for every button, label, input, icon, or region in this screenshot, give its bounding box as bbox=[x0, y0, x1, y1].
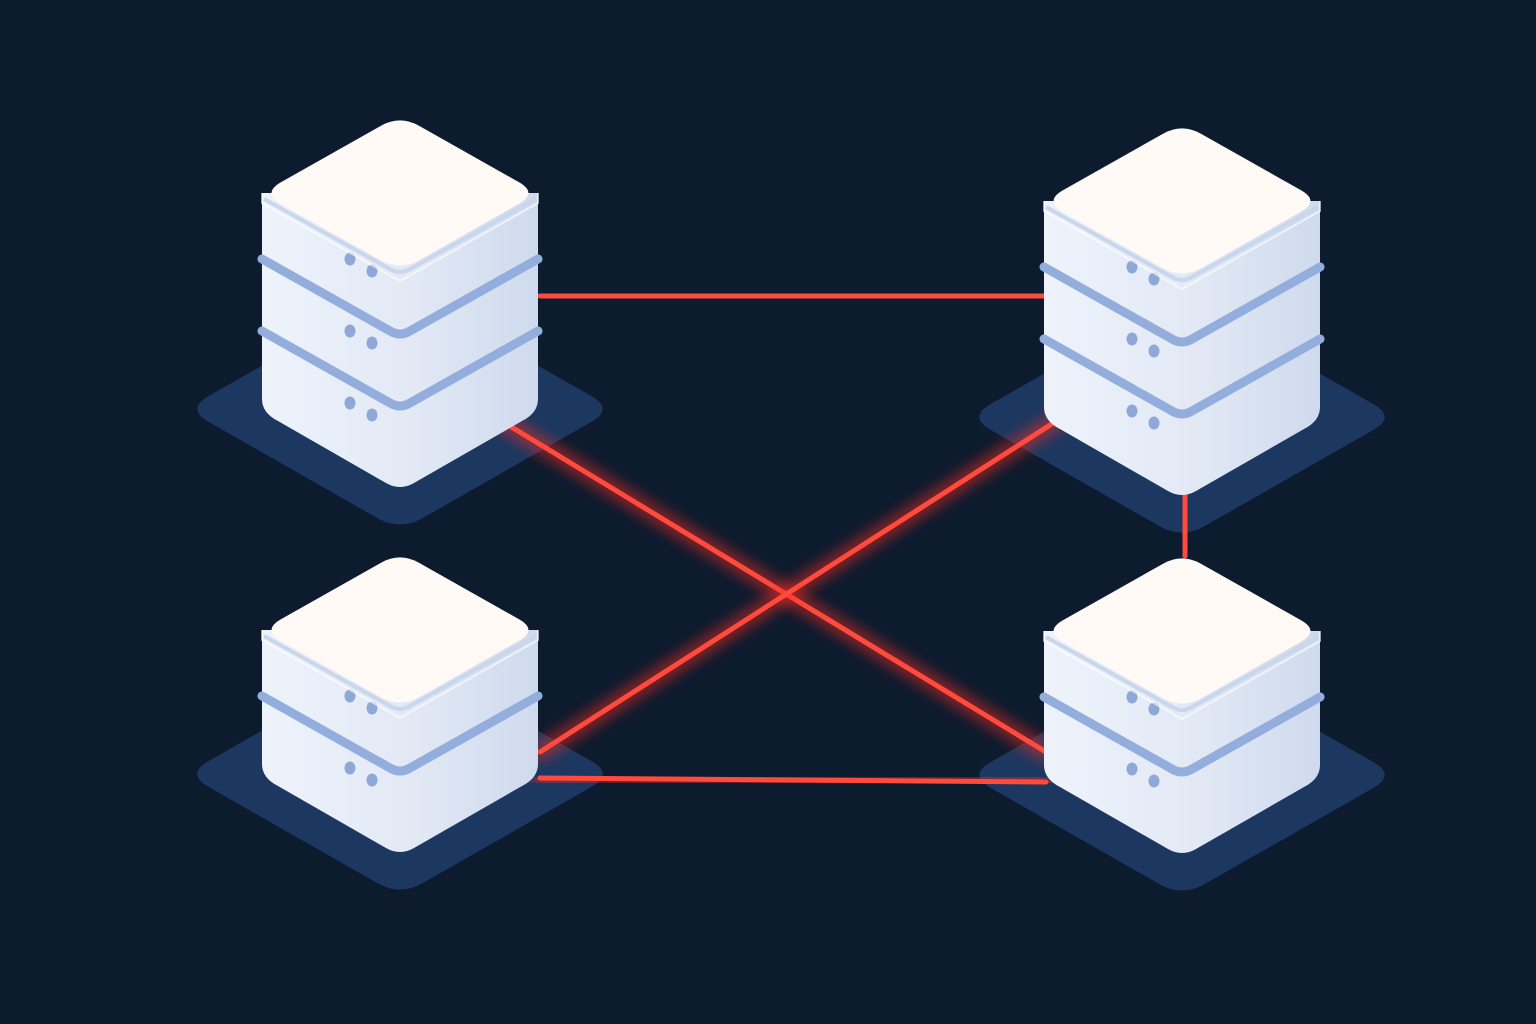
link-layer bbox=[480, 288, 1193, 790]
link-line bbox=[487, 411, 1049, 755]
indicator-light bbox=[344, 761, 356, 775]
indicator-light bbox=[366, 408, 378, 422]
indicator-light bbox=[1126, 762, 1138, 776]
server-body bbox=[262, 193, 538, 487]
server-lid-edge bbox=[1045, 635, 1319, 712]
server-body bbox=[1044, 201, 1320, 495]
server-seam bbox=[1039, 262, 1325, 347]
indicator-light bbox=[1126, 404, 1138, 418]
server-bottom-right bbox=[1039, 558, 1325, 853]
server-seam bbox=[257, 254, 543, 339]
server-top-right bbox=[1039, 128, 1325, 495]
indicator-light bbox=[1148, 774, 1160, 788]
indicator-light bbox=[366, 336, 378, 350]
link-line bbox=[537, 399, 1089, 755]
server-seam bbox=[257, 326, 543, 411]
server-lid-highlight bbox=[261, 193, 539, 283]
server-lid-highlight bbox=[261, 630, 539, 720]
server-lid bbox=[271, 120, 529, 266]
link-top-left-to-bottom-right bbox=[482, 406, 1054, 760]
indicator-light bbox=[344, 689, 356, 703]
link-top-right-to-bottom-left bbox=[532, 394, 1094, 760]
server-lid-highlight bbox=[1043, 631, 1321, 721]
server-lid-edge bbox=[1045, 205, 1319, 282]
indicator-light bbox=[1148, 344, 1160, 358]
server-lid-edge bbox=[263, 197, 537, 274]
server-bottom-left bbox=[257, 557, 543, 852]
link-line bbox=[537, 775, 1049, 785]
server-seam bbox=[1039, 334, 1325, 419]
indicator-light bbox=[1148, 416, 1160, 430]
server-body bbox=[1044, 631, 1320, 853]
server-lid-edge bbox=[263, 634, 537, 711]
server-lid bbox=[271, 557, 529, 703]
server-seam bbox=[257, 691, 543, 776]
indicator-light bbox=[344, 324, 356, 338]
link-bottom-left-to-bottom-right bbox=[532, 770, 1054, 790]
server-lid bbox=[1053, 558, 1311, 704]
indicator-light bbox=[344, 396, 356, 410]
server-top-left bbox=[257, 120, 543, 487]
indicator-light bbox=[1126, 260, 1138, 274]
server-body bbox=[262, 630, 538, 852]
server-lid-highlight bbox=[1043, 201, 1321, 291]
indicator-light bbox=[1126, 690, 1138, 704]
indicator-light bbox=[1126, 332, 1138, 346]
server-lid bbox=[1053, 128, 1311, 274]
server-seam bbox=[1039, 692, 1325, 777]
server-layer bbox=[257, 120, 1325, 853]
indicator-light bbox=[344, 252, 356, 266]
indicator-light bbox=[366, 773, 378, 787]
